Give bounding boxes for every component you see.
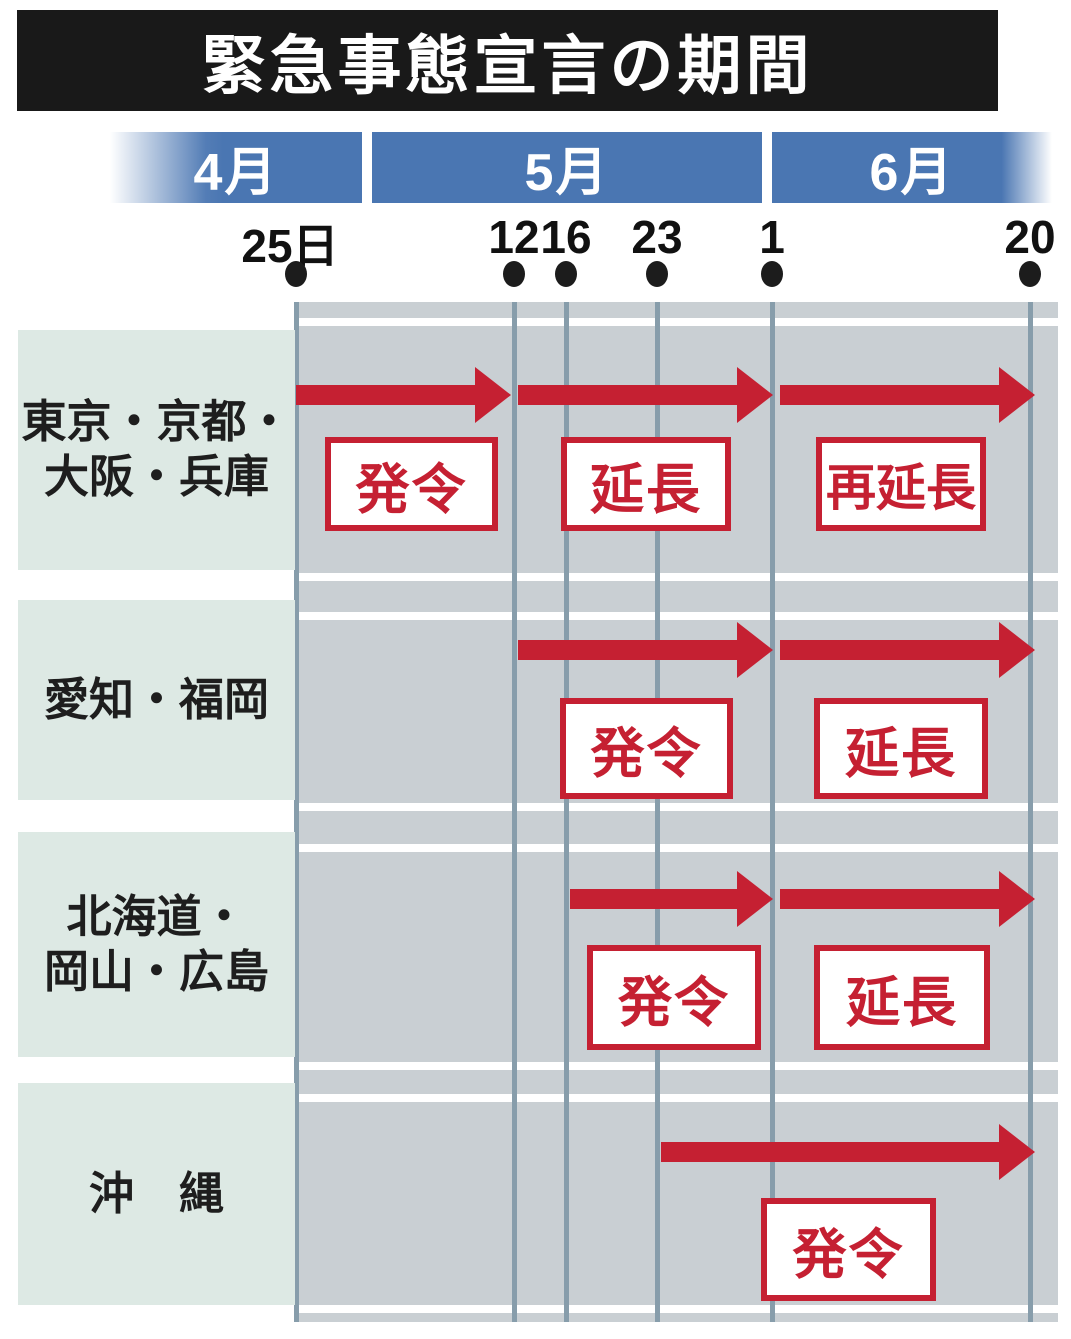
phase-box-encho: 延長	[814, 945, 990, 1050]
phase-box-label: 延長	[846, 973, 958, 1033]
row-label-line: 岡山・広島	[43, 945, 269, 997]
date-tick-label: 1	[759, 211, 785, 263]
phase-box-hatsurei: 発令	[560, 698, 733, 799]
date-tick-label: 20	[1004, 211, 1056, 263]
row-label-aichi-fukuoka: 愛知・福岡	[18, 600, 295, 800]
row-separator	[295, 1305, 1058, 1313]
timeline-arrow-shaft	[570, 889, 737, 909]
timeline-arrow-head	[999, 622, 1035, 678]
timeline-arrow-shaft	[780, 640, 999, 660]
timeline-arrow-head	[999, 367, 1035, 423]
phase-box-encho: 延長	[814, 698, 988, 799]
row-separator	[295, 318, 1058, 326]
row-label-tokyo-kyoto-osaka-hyogo: 東京・京都・ 大阪・兵庫	[18, 330, 295, 570]
row-separator	[295, 573, 1058, 581]
phase-box-saiencho: 再延長	[816, 437, 986, 531]
phase-box-label: 発令	[792, 1225, 905, 1285]
timeline-arrow-head	[737, 622, 773, 678]
gridline-jun20	[1028, 302, 1033, 1322]
timeline-arrow-head	[999, 871, 1035, 927]
phase-box-label: 延長	[845, 724, 957, 784]
row-label-line: 大阪・兵庫	[43, 451, 269, 502]
gridline-apr25	[294, 302, 299, 1322]
phase-box-hatsurei: 発令	[761, 1198, 936, 1301]
phase-box-label: 発令	[590, 724, 703, 784]
row-separator	[295, 1062, 1058, 1070]
timeline-arrow-shaft	[780, 385, 999, 405]
row-label-line: 愛知・福岡	[43, 673, 269, 725]
month-label-may: 5月	[524, 144, 610, 202]
timeline-arrow-shaft	[518, 385, 737, 405]
timeline-arrow-shaft	[661, 1142, 999, 1162]
date-dot	[555, 261, 577, 287]
phase-box-label: 再延長	[826, 460, 976, 516]
date-dot	[1019, 261, 1041, 287]
date-tick-label: 16	[540, 211, 592, 263]
date-tick-label: 12	[488, 211, 540, 263]
timeline-arrow-head	[737, 871, 773, 927]
phase-box-label: 延長	[590, 459, 702, 520]
row-separator	[295, 612, 1058, 620]
timeline-arrow-head	[737, 367, 773, 423]
row-separator	[295, 844, 1058, 852]
row-separator	[295, 1094, 1058, 1102]
phase-box-label: 発令	[355, 459, 468, 520]
page-title: 緊急事態宣言の期間	[201, 29, 814, 102]
gridline-may23	[655, 302, 660, 1322]
month-banner-june: 6月	[772, 132, 1052, 203]
date-tick-label: 23	[631, 211, 683, 263]
row-label-line: 北海道・	[66, 890, 247, 942]
month-banner-april: 4月	[110, 132, 362, 203]
gridline-jun1	[770, 302, 775, 1322]
gridline-may16	[564, 302, 569, 1322]
phase-box-hatsurei: 発令	[587, 945, 761, 1050]
timeline-arrow-head	[475, 367, 511, 423]
title-banner: 緊急事態宣言の期間	[17, 10, 998, 111]
row-label-hokkaido-okayama-hiroshima: 北海道・ 岡山・広島	[18, 832, 295, 1057]
timeline-arrow-shaft	[780, 889, 999, 909]
date-dot	[646, 261, 668, 287]
timeline-arrow-shaft	[296, 385, 475, 405]
timeline-arrow-shaft	[518, 640, 737, 660]
month-banner-may: 5月	[372, 132, 762, 203]
date-dot	[503, 261, 525, 287]
date-dot	[285, 261, 307, 287]
date-dot	[761, 261, 783, 287]
row-separator	[295, 803, 1058, 811]
gridline-may12	[512, 302, 517, 1322]
timeline-arrow-head	[999, 1124, 1035, 1180]
month-label-april: 4月	[193, 144, 279, 202]
month-label-june: 6月	[869, 144, 955, 202]
row-label-okinawa: 沖 縄	[18, 1083, 295, 1305]
phase-box-hatsurei: 発令	[325, 437, 498, 531]
row-label-line: 沖 縄	[88, 1167, 224, 1219]
phase-box-encho: 延長	[561, 437, 731, 531]
row-label-line: 東京・京都・	[21, 396, 292, 448]
phase-box-label: 発令	[618, 973, 730, 1033]
